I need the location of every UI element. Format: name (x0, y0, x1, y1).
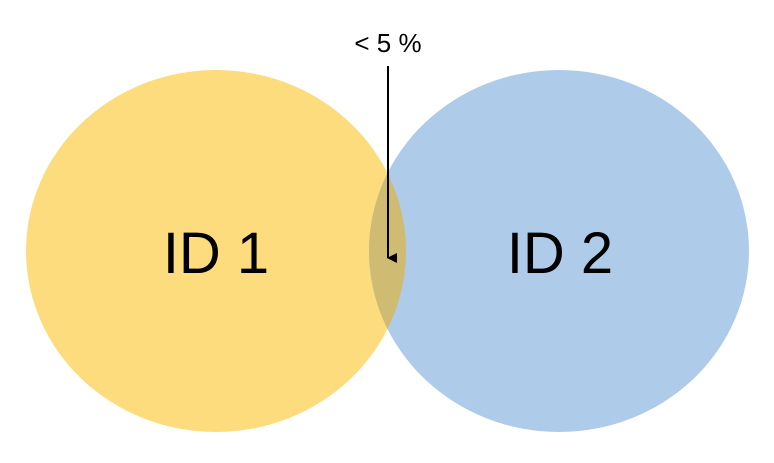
overlap-percentage-label: < 5 % (354, 28, 421, 58)
set-1-circle (26, 70, 406, 432)
set-2-label: ID 2 (507, 221, 613, 286)
set-2-circle (369, 70, 749, 432)
set-1-label: ID 1 (163, 221, 269, 286)
